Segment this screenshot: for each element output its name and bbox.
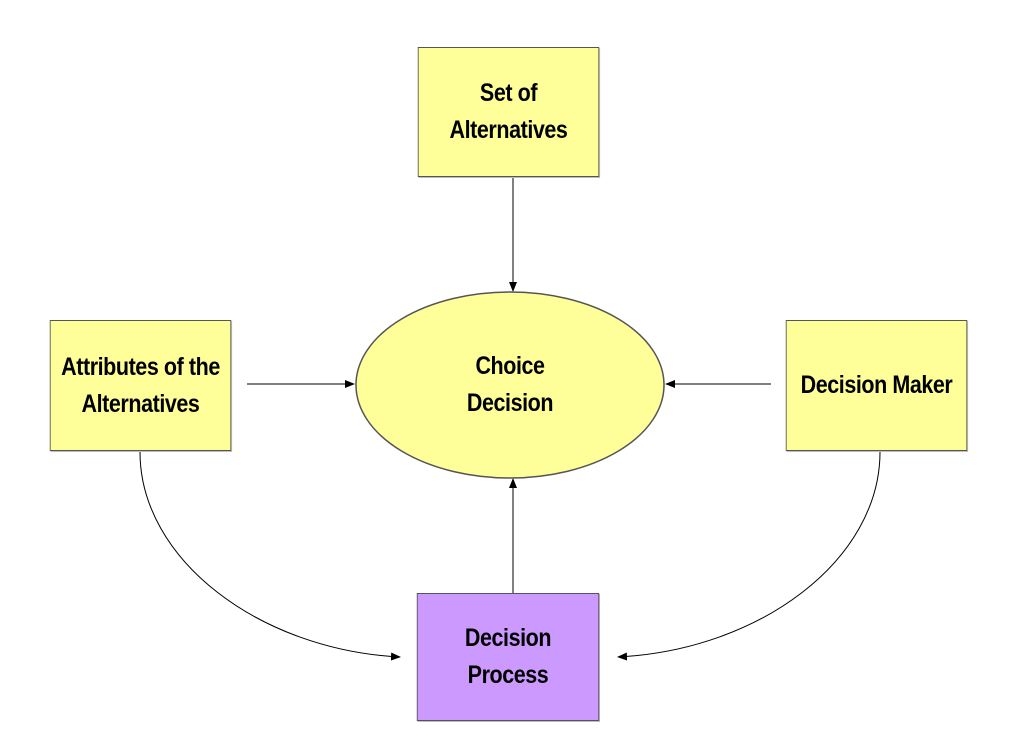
node-label-line: Decision [464,624,552,652]
edge-attributes-to-process [139,451,401,661]
node-label-line: Decision Maker [800,371,953,399]
decision-maker-node: Decision Maker [785,320,968,451]
node-label-line: Attributes of the [61,352,220,381]
node-label-line: Choice [475,352,545,380]
node-label-line: Decision [466,389,554,417]
decision-process-node: Decision Process [416,593,600,721]
node-label-line: Alternatives [449,116,568,144]
node-label-line: Process [467,661,549,689]
set-of-alternatives-node: Set of Alternatives [417,47,600,177]
node-label-line: Alternatives [81,389,200,418]
attributes-node: Attributes of the Alternatives [49,320,232,451]
node-label-line: Set of [479,79,538,107]
choice-decision-node: Choice Decision [376,290,644,480]
choice-decision-shape [355,291,665,479]
edge-maker-to-process [617,451,881,661]
